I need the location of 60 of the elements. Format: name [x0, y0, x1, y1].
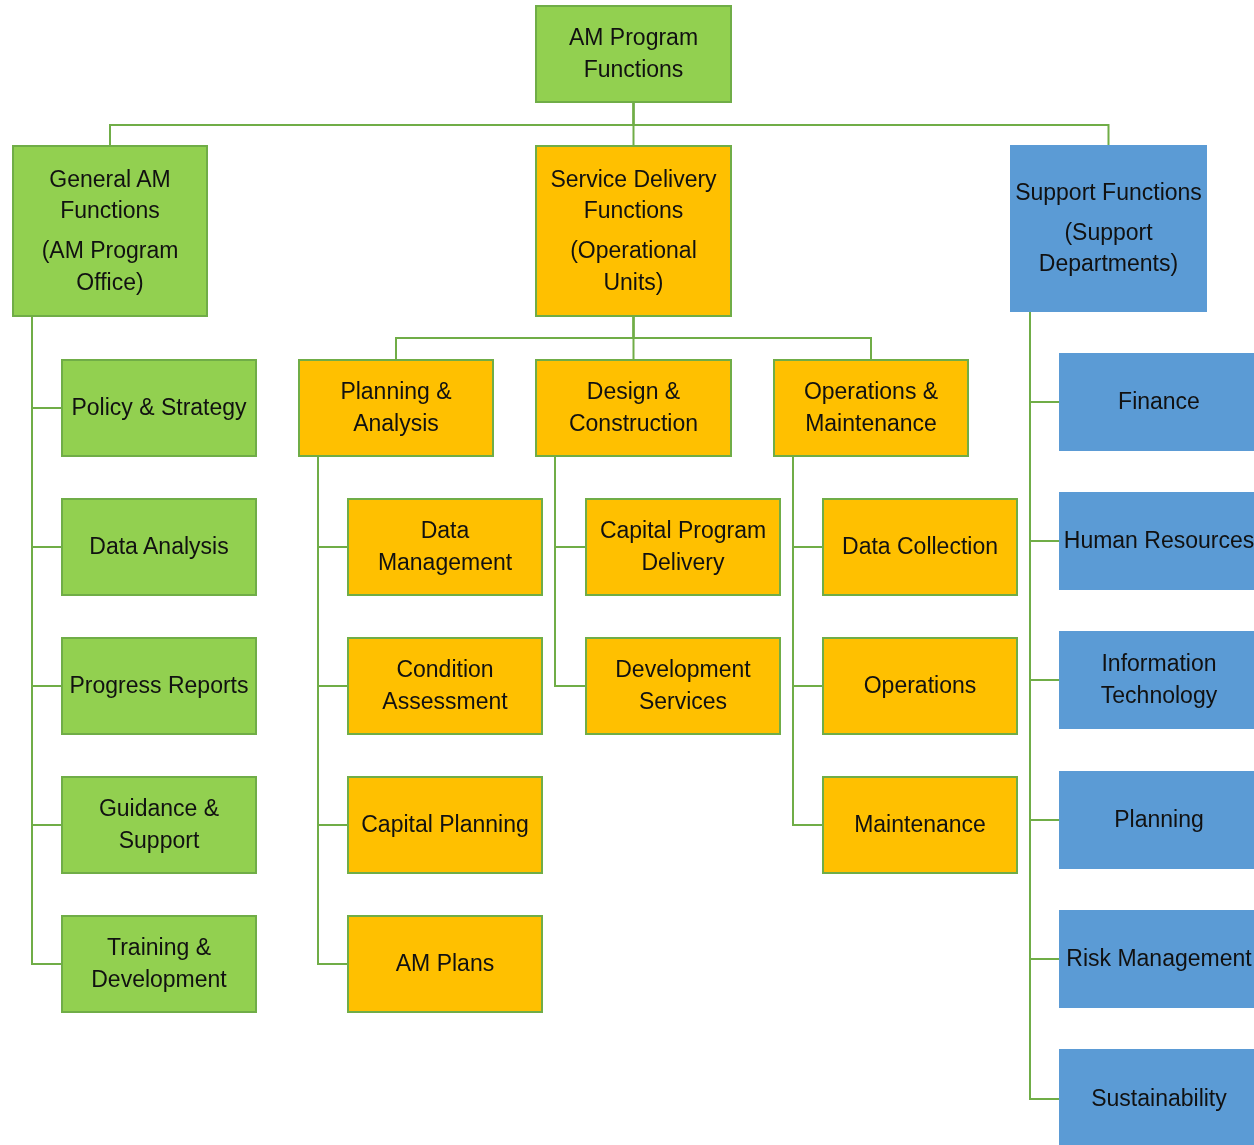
box-title: Finance: [1118, 387, 1200, 417]
function-box: [1059, 492, 1254, 590]
box-title: Condition Assessment: [381, 655, 509, 716]
box-title: Progress Reports: [69, 671, 249, 701]
connector-line: [632, 102, 1110, 146]
function-box: [822, 498, 1018, 596]
box-title: Development Services: [614, 655, 752, 716]
function-box: [535, 145, 732, 317]
function-box: [1059, 353, 1254, 451]
function-box: [61, 915, 257, 1013]
box-title: Service Delivery Functions: [549, 164, 718, 226]
function-box: [1059, 631, 1254, 729]
function-box: [585, 637, 781, 735]
box-title: Capital Program Delivery: [598, 516, 768, 577]
function-box: [298, 359, 494, 457]
box-subtitle: (Operational Units): [569, 236, 698, 297]
box-title: Policy & Strategy: [71, 393, 247, 423]
function-box: [822, 637, 1018, 735]
function-box: [535, 359, 732, 457]
box-title: Planning & Analysis: [339, 377, 453, 438]
box-title: Training & Development: [90, 933, 228, 994]
box-title: Design & Construction: [567, 377, 700, 438]
function-box: [1059, 910, 1254, 1008]
box-subtitle: (AM Program Office): [40, 236, 180, 297]
box-title: Planning: [1114, 805, 1204, 835]
function-box: [773, 359, 969, 457]
box-title: Human Resources: [1063, 526, 1254, 556]
box-title: AM Program Functions: [567, 23, 700, 84]
box-subtitle: (Support Departments): [1037, 217, 1180, 279]
function-box: [61, 776, 257, 874]
function-box: [347, 776, 543, 874]
function-box: [822, 776, 1018, 874]
box-title: Data Analysis: [89, 532, 229, 562]
box-title: Sustainability: [1091, 1084, 1227, 1114]
box-title: Operations: [863, 671, 977, 701]
box-title: Information Technology: [1099, 649, 1219, 710]
function-box: [61, 359, 257, 457]
function-box: [12, 145, 208, 317]
box-title: Data Management: [376, 516, 514, 577]
box-title: Guidance & Support: [97, 794, 221, 855]
connector-line: [554, 456, 586, 687]
function-box: [1059, 771, 1254, 869]
function-box: [61, 637, 257, 735]
connector-line: [632, 316, 872, 360]
box-title: Operations & Maintenance: [802, 377, 940, 438]
function-box: [585, 498, 781, 596]
box-title: Risk Management: [1066, 944, 1252, 974]
box-title: Capital Planning: [361, 810, 529, 840]
function-box: [535, 5, 732, 103]
box-title: Maintenance: [854, 810, 986, 840]
function-box: [1059, 1049, 1254, 1145]
box-title: Support Functions: [1015, 177, 1202, 207]
function-box: [347, 498, 543, 596]
function-box: [61, 498, 257, 596]
box-title: Data Collection: [842, 532, 998, 562]
function-box: [347, 915, 543, 1013]
function-box: [1010, 145, 1207, 312]
function-box: [347, 637, 543, 735]
box-title: AM Plans: [395, 949, 495, 979]
box-title: General AM Functions: [48, 164, 172, 226]
